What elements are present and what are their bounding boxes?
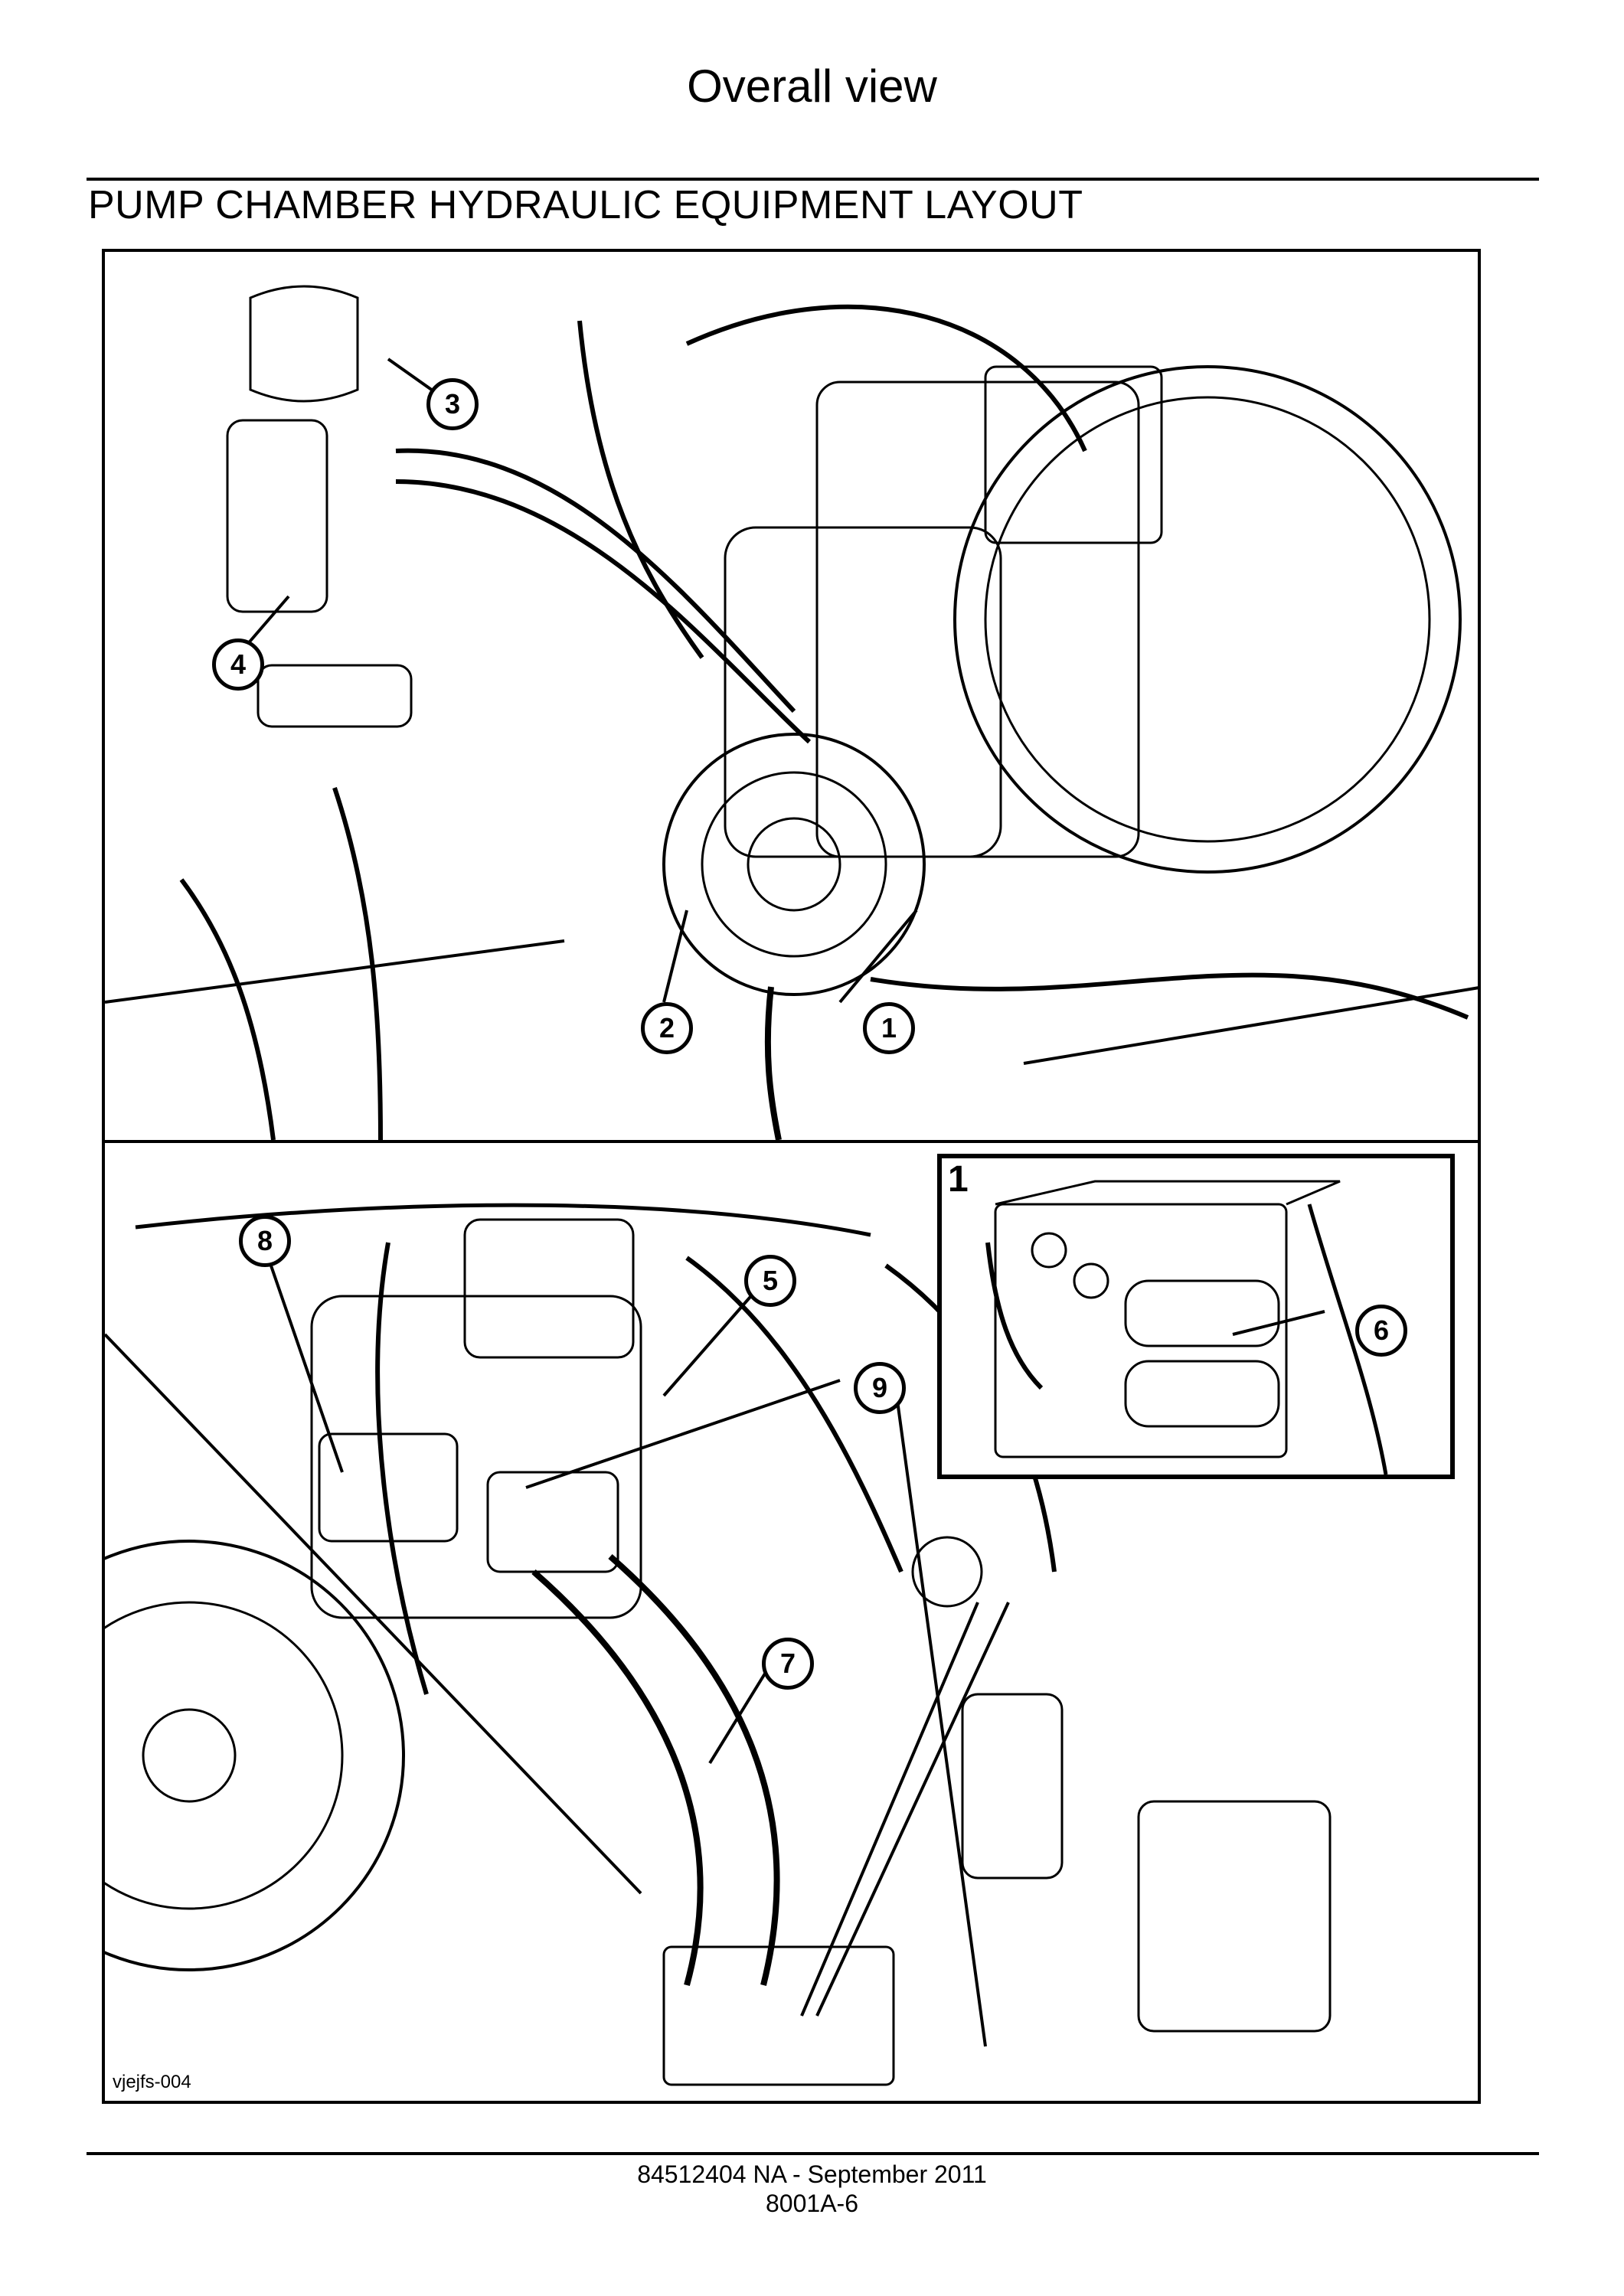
footer-document-number: 84512404 NA - September 2011 — [637, 2160, 987, 2188]
upper-illustration — [105, 285, 1478, 1140]
footer-rule — [87, 2152, 1539, 2155]
footer-page-number: 8001A-6 — [766, 2190, 858, 2217]
callout-5: 5 — [744, 1255, 796, 1307]
section-title: PUMP CHAMBER HYDRAULIC EQUIPMENT LAYOUT — [88, 183, 1083, 227]
callout-9: 9 — [854, 1362, 906, 1414]
callout-1: 1 — [863, 1002, 915, 1054]
callout-6: 6 — [1355, 1305, 1407, 1357]
page-header-title: Overall view — [687, 60, 937, 112]
figure-frame: 1 2 3 4 8 5 9 — [102, 249, 1481, 2104]
callout-3: 3 — [426, 378, 479, 430]
callout-2: 2 — [641, 1002, 693, 1054]
image-id: vjejfs-004 — [113, 2072, 191, 2092]
header-rule — [87, 178, 1539, 181]
figure-divider — [105, 1140, 1478, 1143]
inset-label: 1 — [948, 1159, 969, 1200]
callout-7: 7 — [762, 1638, 814, 1690]
callout-4: 4 — [212, 639, 264, 691]
lower-illustration — [105, 1203, 1332, 2086]
inset-illustration — [985, 1180, 1388, 1475]
callout-8: 8 — [239, 1215, 291, 1267]
